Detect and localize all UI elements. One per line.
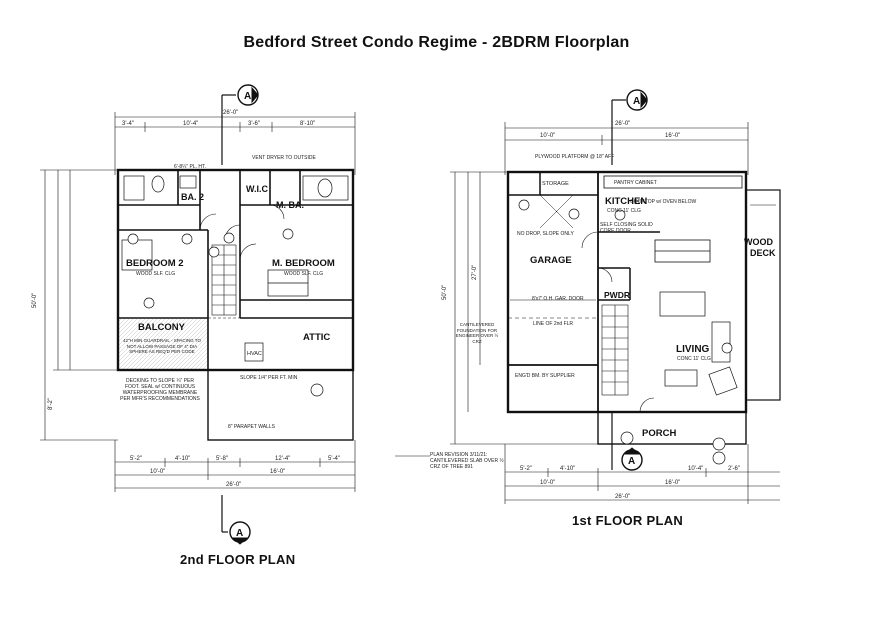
dim-bottom-2-2nd: 4'-10" [175, 456, 190, 462]
bottom-dimensions-1st [504, 444, 780, 504]
dim-bottom-4-1st: 2'-6" [728, 466, 740, 472]
first-floor-plan [450, 89, 781, 504]
dim-top-1-1st: 10'-0" [540, 133, 555, 139]
room-master-bedroom: M. BEDROOM [272, 258, 335, 269]
top-dimensions-2nd [114, 112, 356, 175]
section-marker-label-bottom-1st: A [628, 456, 635, 467]
dim-bottom-overall-1st: 26'-0" [615, 494, 630, 500]
room-wood-deck-2: DECK [750, 248, 776, 258]
second-floor-plan: A 26'-0" 3'-4" 10'-4" 3'-6" 8'-10" [114, 84, 356, 441]
note-cantilever-foundation: CANTILEVERED FOUNDATION FOR ENGINEER OVE… [455, 322, 499, 344]
dim-top-overall-2nd: 26'-0" [223, 110, 238, 116]
dim-top-4-2nd: 8'-10" [300, 121, 315, 127]
note-engineered-beam: ENG'D BM. BY SUPPLIER [515, 373, 575, 379]
section-marker-bottom-2nd [221, 495, 251, 545]
note-no-drop: NO DROP, SLOPE ONLY [517, 231, 574, 237]
note-garage-door: 8'x7' O.H. GAR. DOOR [532, 296, 584, 302]
room-bedroom-2-ceiling: WOOD SLF. CLG [136, 271, 175, 277]
room-master-bath: M. BA. [276, 200, 304, 210]
room-pantry: PANTRY CABINET [614, 180, 657, 186]
section-marker-label: A [244, 91, 251, 102]
dim-top-2-1st: 16'-0" [665, 133, 680, 139]
stair-1st [601, 304, 629, 396]
dim-bottom-overall-2nd: 26'-0" [226, 482, 241, 488]
second-floor-plan-label: 2nd FLOOR PLAN [180, 552, 296, 567]
room-powder: PWDR [604, 290, 630, 300]
section-marker-label-bottom-2nd: A [236, 528, 243, 539]
room-living: LIVING [676, 344, 710, 355]
dim-bottom-6-2nd: 10'-0" [150, 469, 165, 475]
dim-top-3-2nd: 3'-6" [248, 121, 260, 127]
note-decking: DECKING TO SLOPE ¼" PER FOOT. SEAL w/ CO… [120, 378, 200, 402]
stair-2nd [211, 244, 237, 316]
top-dimensions-1st [504, 122, 749, 175]
note-line-2nd-floor: LINE OF 2nd FLR [533, 321, 573, 327]
dim-bottom-1-2nd: 5'-2" [130, 456, 142, 462]
room-kitchen-ceiling: CONC 11' CLG [607, 208, 641, 214]
room-porch: PORCH [642, 428, 676, 439]
dim-bottom-3-1st: 10'-4" [688, 466, 703, 472]
dim-left-sub-1st: 27'-0" [472, 265, 478, 280]
room-ba2: BA. 2 [181, 192, 204, 202]
note-guardrail: 42"H MIN GUARDRAIL - SPACING TO NOT ALLO… [123, 338, 201, 354]
dim-left-overall-1st: 50'-0" [442, 285, 448, 300]
room-storage: STORAGE [542, 181, 569, 187]
dim-bottom-2-1st: 4'-10" [560, 466, 575, 472]
dim-bottom-5-2nd: 5'-4" [328, 456, 340, 462]
note-vent-dryer: VENT DRYER TO OUTSIDE [252, 155, 316, 161]
dim-top-1-2nd: 3'-4" [122, 121, 134, 127]
note-cooktop: COOKTOP w/ OVEN BELOW [630, 199, 696, 205]
room-balcony: BALCONY [138, 322, 186, 333]
dim-left-overall-2nd: 50'-0" [32, 293, 38, 308]
section-marker-bottom-1st [611, 412, 643, 471]
room-kitchen: KITCHEN [605, 196, 647, 207]
room-wic: W.I.C [246, 184, 268, 194]
room-attic: ATTIC [303, 332, 330, 343]
room-garage: GARAGE [530, 255, 572, 266]
left-dimensions-1st [450, 171, 598, 445]
note-platform: PLYWOOD PLATFORM @ 18" AFF [535, 154, 614, 160]
room-master-bedroom-ceiling: WOOD SLF. CLG [284, 271, 323, 277]
dim-top-overall-1st: 26'-0" [615, 121, 630, 127]
section-marker-label-top-1st: A [633, 96, 640, 107]
first-floor-plan-label: 1st FLOOR PLAN [572, 513, 684, 528]
room-living-ceiling: CONC 11' CLG [677, 356, 711, 362]
note-slope: SLOPE 1/4" PER FT. MIN [240, 375, 298, 381]
room-hvac: HVAC [247, 351, 262, 357]
dim-bottom-4-2nd: 12'-4" [275, 456, 290, 462]
note-parapet: 8" PARAPET WALLS [228, 424, 276, 430]
drawing-title: Bedford Street Condo Regime - 2BDRM Floo… [243, 34, 630, 51]
section-marker-top-2nd: A [221, 84, 259, 165]
dim-bottom-6-1st: 16'-0" [665, 480, 680, 486]
dim-bottom-7-2nd: 16'-0" [270, 469, 285, 475]
bottom-dimensions-2nd [114, 440, 356, 492]
note-plate-height: 6'-8¼" PL. HT. [174, 164, 206, 170]
dim-left-lower-2nd: 8'-2" [48, 398, 54, 410]
note-plan-revision: PLAN REVISION 3/11/21: CANTILEVERED SLAB… [430, 452, 504, 470]
section-marker-top-1st [611, 89, 648, 165]
dim-bottom-3-2nd: 5'-8" [216, 456, 228, 462]
room-wood-deck-1: WOOD [744, 237, 773, 247]
dim-top-2-2nd: 10'-4" [183, 121, 198, 127]
room-bedroom-2: BEDROOM 2 [126, 258, 184, 269]
dim-bottom-5-1st: 10'-0" [540, 480, 555, 486]
dim-bottom-1-1st: 5'-2" [520, 466, 532, 472]
left-dimensions-2nd [40, 169, 118, 441]
note-self-closing-door: SELF CLOSING SOLID CORE DOOR [600, 222, 653, 234]
